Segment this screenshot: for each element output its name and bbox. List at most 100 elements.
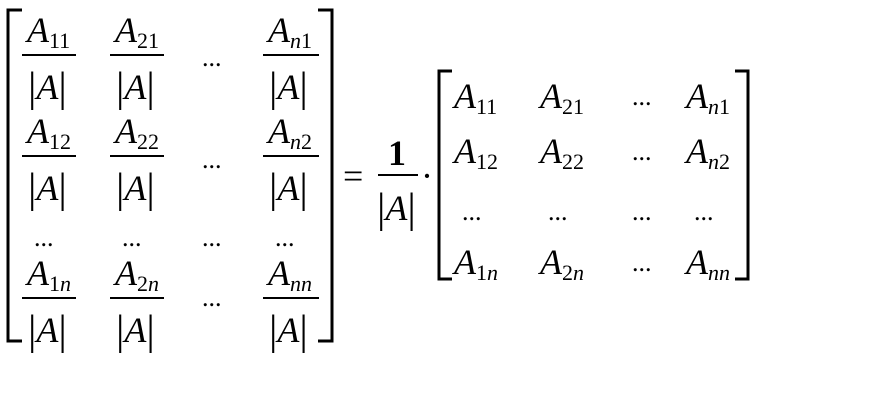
lhs-cell-r4-c4-numerator-var: A: [268, 253, 290, 293]
lhs-cell-r4-c1-denominator-var: A: [36, 310, 59, 350]
right-matrix-open-bracket: [437, 69, 452, 281]
lhs-cell-r1-c4-abs-right-pipe: |: [299, 65, 308, 111]
lhs-cell-r4-c2-abs-left-pipe: |: [116, 308, 125, 354]
lhs-cell-r1-c1-denominator-var: A: [36, 67, 59, 107]
rhs-cell-r2-c4-entry: An2: [686, 133, 730, 173]
lhs-cell-r2-c1-abs-right-pipe: |: [58, 166, 67, 212]
rhs-cell-r1-c1-subscript: 11: [476, 94, 498, 119]
rhs-cell-r2-c1-var: A: [454, 131, 476, 171]
rhs-cell-r4-c4-var: A: [686, 242, 708, 282]
lhs-cell-r2-c4-denominator-var: A: [277, 168, 300, 208]
rhs-cell-r4-c2-entry: A2n: [540, 244, 584, 284]
rhs-cell-r2-c2-entry: A22: [540, 133, 584, 173]
rhs-cell-r2-c2-var: A: [540, 131, 562, 171]
lhs-cell-r2-c2-fraction-bar: [110, 155, 164, 157]
lhs-cell-r1-c2-numerator-subscript: 21: [137, 28, 159, 53]
lhs-cell-r2-c4-abs-left-pipe: |: [269, 166, 278, 212]
lhs-cell-r1-c4-abs-left-pipe: |: [269, 65, 278, 111]
lhs-cell-r4-c1-numerator-subscript: 1n: [49, 271, 71, 296]
lhs-cell-r1-c4-denominator-var: A: [277, 67, 300, 107]
lhs-cell-r2-c2-numerator: A22: [115, 113, 159, 153]
rhs-cell-r1-c2-subscript: 21: [562, 94, 584, 119]
lhs-cell-r1-c1-numerator-var: A: [27, 10, 49, 50]
rhs-cell-r2-c2-subscript: 22: [562, 149, 584, 174]
lhs-cell-r2-c4-fraction-bar: [263, 155, 319, 157]
rhs-cell-r2-c3-dots: ...: [632, 137, 652, 166]
lhs-cell-r4-c2-denominator-var: A: [124, 310, 147, 350]
scalar-denominator: |A|: [377, 186, 416, 230]
rhs-cell-r1-c2-var: A: [540, 76, 562, 116]
right-matrix-close-bracket: [735, 69, 750, 281]
lhs-cell-r4-c4-denominator-var: A: [277, 310, 300, 350]
rhs-cell-r4-c1-subscript: 1n: [476, 260, 498, 285]
rhs-cell-r1-c1-var: A: [454, 76, 476, 116]
lhs-cell-r4-c2-numerator: A2n: [115, 255, 159, 295]
lhs-cell-r1-c2-numerator-var: A: [115, 10, 137, 50]
rhs-cell-r4-c1-var: A: [454, 242, 476, 282]
lhs-cell-r1-c3-dots: ...: [202, 43, 222, 72]
lhs-cell-r1-c4-numerator: An1: [268, 12, 312, 52]
rhs-cell-r3-c2-dots: ...: [548, 197, 568, 226]
lhs-cell-r2-c4-numerator: An2: [268, 113, 312, 153]
lhs-cell-r1-c2-numerator: A21: [115, 12, 159, 52]
lhs-cell-r1-c2-fraction-bar: [110, 54, 164, 56]
lhs-cell-r1-c2-abs-left-pipe: |: [116, 65, 125, 111]
rhs-cell-r1-c4-entry: An1: [686, 78, 730, 118]
lhs-cell-r4-c4-abs-right-pipe: |: [299, 308, 308, 354]
lhs-cell-r4-c4-numerator-subscript: nn: [290, 271, 312, 296]
lhs-cell-r2-c4-abs-right-pipe: |: [299, 166, 308, 212]
lhs-cell-r4-c2-denominator: |A|: [116, 308, 155, 354]
lhs-cell-r2-c2-denominator: |A|: [116, 166, 155, 212]
lhs-cell-r3-c2-dots: ...: [122, 223, 142, 252]
lhs-cell-r2-c2-abs-left-pipe: |: [116, 166, 125, 212]
rhs-cell-r3-c4-dots: ...: [694, 197, 714, 226]
lhs-cell-r4-c4-denominator: |A|: [269, 308, 308, 354]
lhs-cell-r2-c4-numerator-subscript: n2: [290, 129, 312, 154]
lhs-cell-r4-c1-denominator: |A|: [28, 308, 67, 352]
lhs-cell-r1-c1-numerator: A11: [27, 12, 70, 52]
lhs-cell-r1-c2-abs-right-pipe: |: [146, 65, 155, 111]
lhs-cell-r2-c1-fraction-bar: [22, 155, 76, 157]
lhs-cell-r1-c2-denominator-var: A: [124, 67, 147, 107]
lhs-cell-r1-c4-fraction-bar: [263, 54, 319, 56]
lhs-cell-r3-c3-dots: ...: [202, 223, 222, 252]
scalar-den-var: A: [385, 188, 408, 228]
lhs-cell-r4-c1-numerator-var: A: [27, 253, 49, 293]
lhs-cell-r4-c4-fraction-bar: [263, 297, 319, 299]
scalar-numerator: 1: [388, 133, 406, 173]
lhs-cell-r2-c1-numerator-var: A: [27, 111, 49, 151]
lhs-cell-r2-c3-dots: ...: [202, 145, 222, 174]
rhs-cell-r3-c1-dots: ...: [462, 197, 482, 226]
lhs-cell-r4-c2-numerator-var: A: [115, 253, 137, 293]
lhs-cell-r1-c1-abs-left-pipe: |: [28, 65, 37, 111]
lhs-cell-r4-c4-abs-left-pipe: |: [269, 308, 278, 354]
lhs-cell-r2-c1-numerator-subscript: 12: [49, 129, 71, 154]
rhs-cell-r4-c4-entry: Ann: [686, 244, 730, 284]
rhs-cell-r1-c2-entry: A21: [540, 78, 584, 118]
lhs-cell-r2-c2-numerator-var: A: [115, 111, 137, 151]
lhs-cell-r1-c4-denominator: |A|: [269, 65, 308, 111]
lhs-cell-r3-c1-dots: ...: [34, 223, 54, 252]
rhs-cell-r4-c2-var: A: [540, 242, 562, 282]
lhs-cell-r2-c1-denominator-var: A: [36, 168, 59, 208]
rhs-cell-r1-c4-var: A: [686, 76, 708, 116]
lhs-cell-r1-c1-numerator-subscript: 11: [49, 28, 71, 53]
left-matrix-open-bracket: [6, 8, 22, 343]
lhs-cell-r2-c2-denominator-var: A: [124, 168, 147, 208]
lhs-cell-r4-c4-numerator: Ann: [268, 255, 312, 295]
lhs-cell-r4-c1-numerator: A1n: [27, 255, 71, 295]
lhs-cell-r1-c4-numerator-subscript: n1: [290, 28, 312, 53]
lhs-cell-r2-c2-numerator-subscript: 22: [137, 129, 159, 154]
rhs-cell-r1-c1-entry: A11: [454, 78, 497, 118]
rhs-cell-r4-c2-subscript: 2n: [562, 260, 584, 285]
lhs-cell-r4-c1-fraction-bar: [22, 297, 76, 299]
equals-sign: =: [343, 156, 364, 196]
rhs-cell-r4-c3-dots: ...: [632, 248, 652, 277]
lhs-cell-r1-c1-fraction-bar: [22, 54, 76, 56]
lhs-cell-r3-c4-dots: ...: [275, 223, 295, 252]
lhs-cell-r1-c1-abs-right-pipe: |: [58, 65, 67, 111]
rhs-cell-r3-c3-dots: ...: [632, 197, 652, 226]
lhs-cell-r4-c2-fraction-bar: [110, 297, 164, 299]
rhs-cell-r4-c4-subscript: nn: [708, 260, 730, 285]
lhs-cell-r2-c1-numerator: A12: [27, 113, 71, 153]
